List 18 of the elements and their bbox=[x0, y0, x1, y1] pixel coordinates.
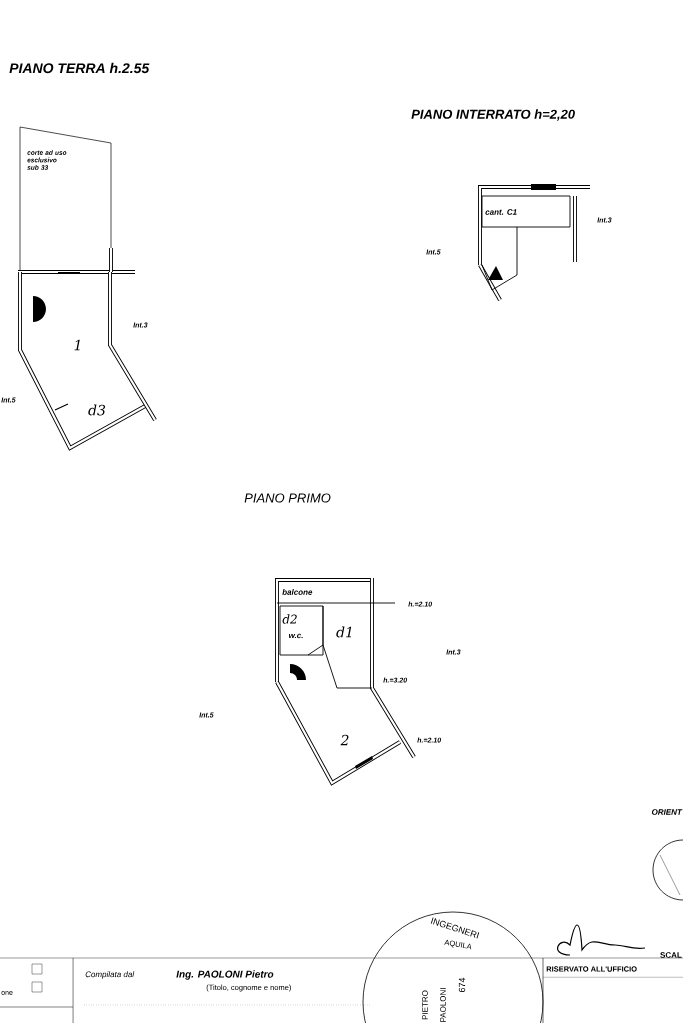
floor-title: PIANO TERRA h.2.55 bbox=[9, 62, 150, 74]
room-number: d2 bbox=[282, 614, 297, 624]
room-label: balcone bbox=[282, 589, 313, 595]
room-number: 2 bbox=[340, 734, 349, 746]
heading-label: ORIENT bbox=[652, 809, 683, 815]
floor-title: PIANO INTERRATO h=2,20 bbox=[411, 109, 575, 121]
room-number: d1 bbox=[336, 626, 352, 638]
signature-name: Ing. PAOLONI Pietro bbox=[176, 970, 274, 980]
floor-title: PIANO PRIMO bbox=[244, 493, 331, 503]
stamp-text: 674 bbox=[458, 977, 466, 993]
stamp-text: PIETRO bbox=[422, 990, 428, 1020]
room-number: 1 bbox=[74, 339, 80, 351]
form-label: Compilata dal bbox=[85, 971, 135, 979]
room-number: d3 bbox=[88, 404, 106, 416]
room-label: cant. C1 bbox=[485, 209, 517, 215]
room-label: w.c. bbox=[289, 633, 303, 639]
stamp-text: PAOLONI bbox=[440, 988, 446, 1022]
heading-label: SCAL bbox=[660, 952, 682, 958]
